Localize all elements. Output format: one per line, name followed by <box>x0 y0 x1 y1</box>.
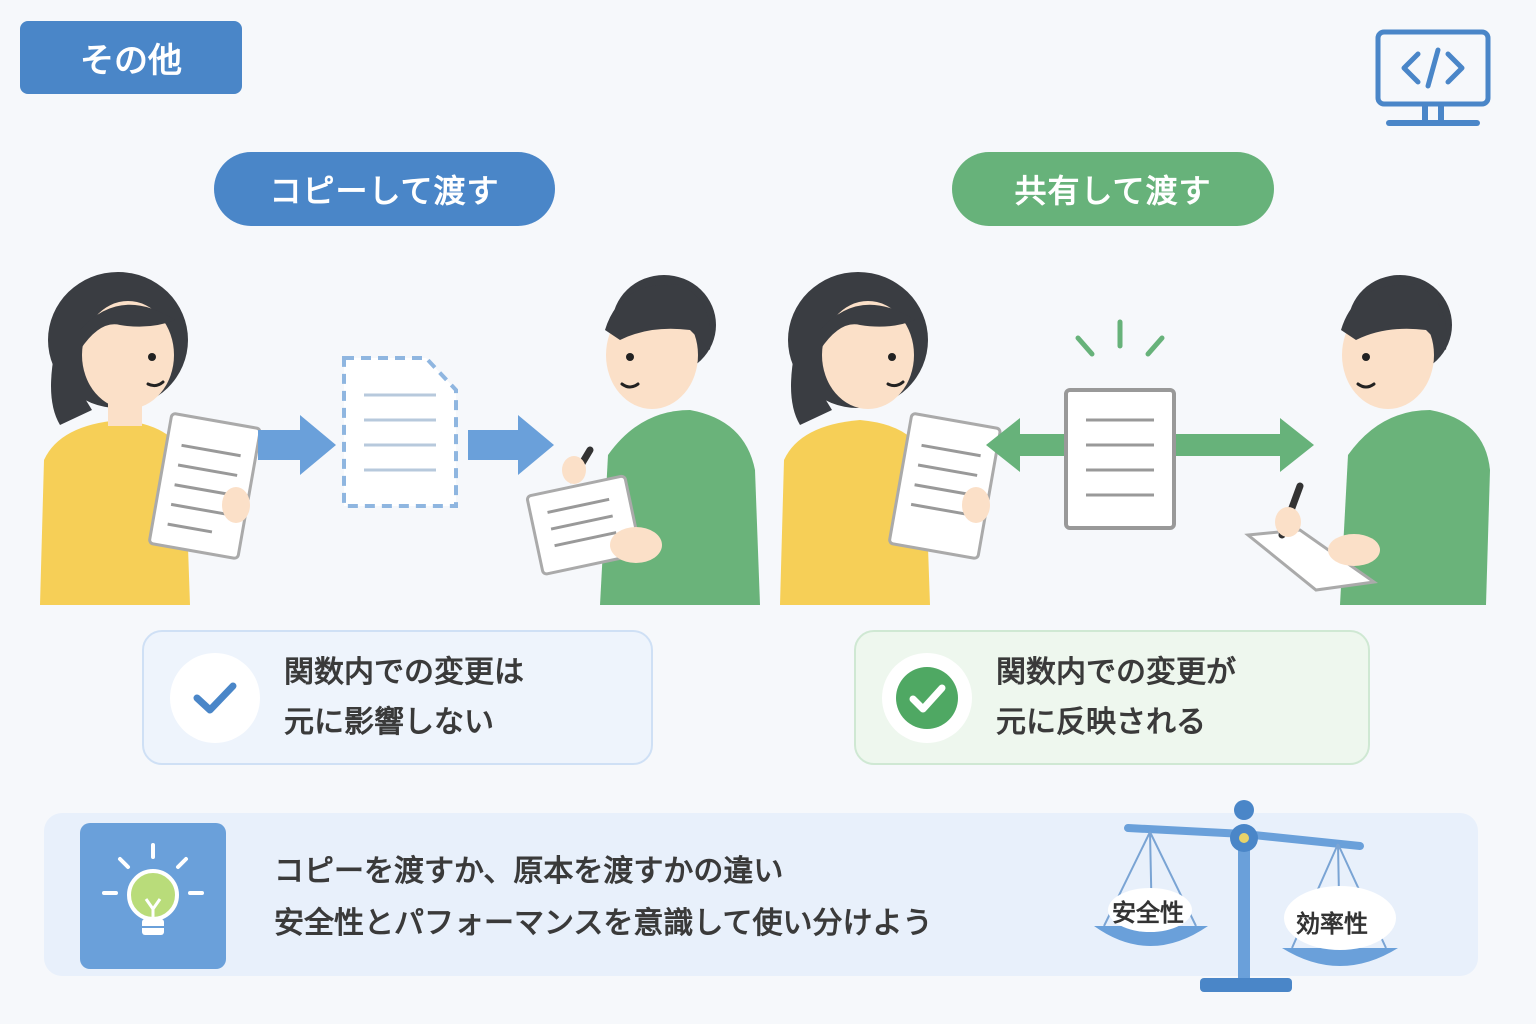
balance-label-efficiency: 効率性 <box>1296 910 1368 938</box>
section-tag: その他 <box>20 21 242 94</box>
tip-line2: 安全性とパフォーマンスを意識して使い分けよう <box>274 906 933 941</box>
share-note-line2: 元に反映される <box>996 704 1206 740</box>
check-icon <box>170 652 260 743</box>
man-figure-share <box>1244 275 1490 605</box>
copy-result-note: 関数内での変更は 元に影響しない <box>142 630 653 765</box>
copy-title-pill: コピーして渡す <box>214 152 555 226</box>
copy-note-line2: 元に影響しない <box>284 704 494 740</box>
code-monitor-icon <box>1375 29 1491 126</box>
share-illustration <box>780 272 1490 605</box>
lightbulb-icon <box>80 823 226 969</box>
share-result-note: 関数内での変更が 元に反映される <box>854 630 1370 765</box>
tip-line1: コピーを渡すか、原本を渡すかの違い <box>274 854 784 889</box>
tip-text: コピーを渡すか、原本を渡すかの違い 安全性とパフォーマンスを意識して使い分けよう <box>274 846 933 950</box>
balance-label-safety: 安全性 <box>1112 899 1184 927</box>
copied-document-icon <box>342 356 458 508</box>
share-title-pill: 共有して渡す <box>952 152 1274 226</box>
man-figure <box>525 275 760 605</box>
copy-illustration <box>40 272 760 605</box>
share-note-line1: 関数内での変更が <box>996 654 1236 690</box>
woman-figure <box>40 272 262 605</box>
shared-document-icon <box>1064 319 1176 530</box>
copy-note-line1: 関数内での変更は <box>284 654 524 690</box>
balance-scale-icon <box>1094 800 1398 992</box>
woman-figure-share <box>780 272 1002 605</box>
check-circle-icon <box>882 652 972 743</box>
